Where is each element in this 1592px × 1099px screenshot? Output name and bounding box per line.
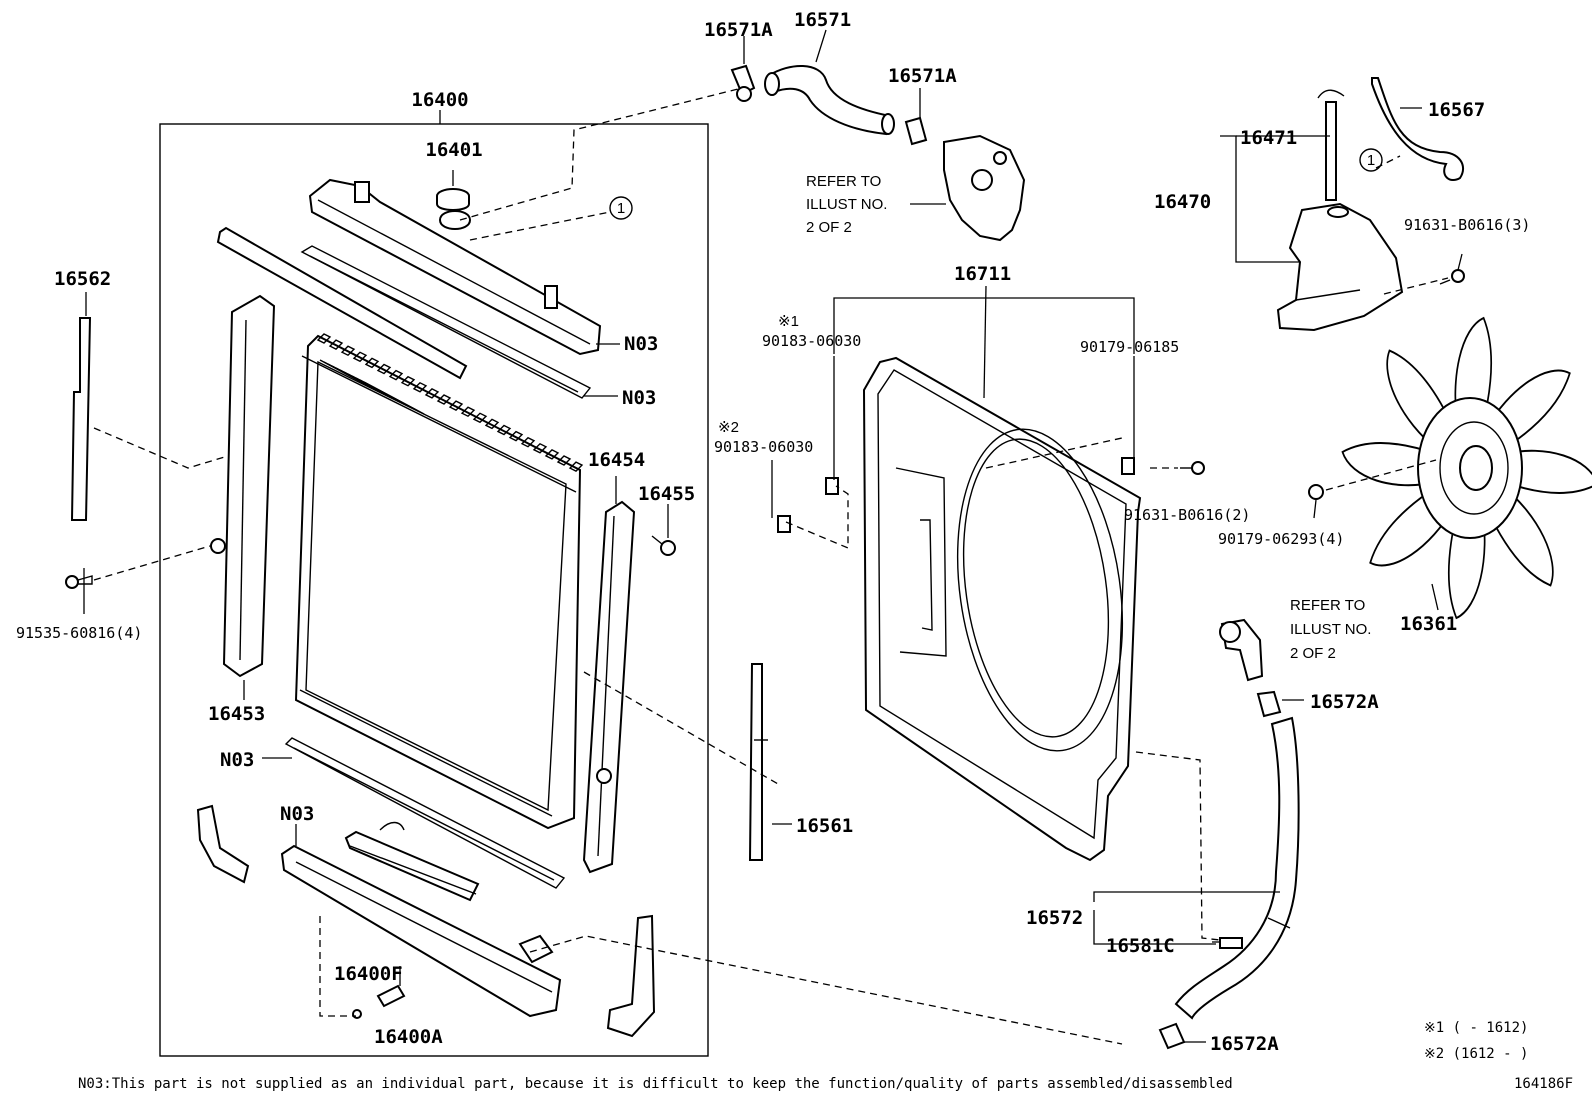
label-91631-B0616-3: 91631-B0616(3)	[1404, 216, 1530, 234]
cooling-fan	[1341, 316, 1592, 620]
bolt-91631-shroud	[1180, 461, 1205, 475]
footnote-2: ※2 (1612 - )	[1424, 1046, 1528, 1062]
svg-text:1: 1	[1367, 152, 1375, 169]
reference-lines	[93, 87, 1449, 1045]
label-90183-06030-b: 90183-06030	[714, 438, 813, 456]
refer-note-upper: REFER TO ILLUST NO. 2 OF 2	[806, 173, 887, 236]
label-n03-lower-gasket: N03	[220, 749, 254, 771]
drain-cock	[352, 984, 406, 1019]
upper-tank	[308, 178, 602, 356]
label-n03-upper-gasket: N03	[622, 387, 656, 409]
label-90179-06293: 90179-06293(4)	[1218, 530, 1344, 548]
lower-water-inlet	[1219, 618, 1264, 682]
radiator-cap	[436, 188, 470, 211]
label-16711: 16711	[954, 263, 1011, 285]
upper-hose	[764, 64, 895, 136]
label-16572A-bottom: 16572A	[1210, 1033, 1279, 1055]
label-16400A: 16400A	[374, 1026, 443, 1048]
lower-tank	[280, 844, 562, 1018]
overflow-hose-16567	[1371, 77, 1465, 182]
refer-note-lower: REFER TO ILLUST NO. 2 OF 2	[1290, 597, 1371, 662]
clamp-16572A-top	[1256, 690, 1282, 718]
label-16571A-top: 16571A	[704, 19, 773, 41]
radiator-core	[294, 333, 584, 830]
n03-note: N03:This part is not supplied as an indi…	[78, 1076, 1233, 1092]
illustration-id: 164186F	[1514, 1076, 1573, 1092]
label-90179-06185: 90179-06185	[1080, 338, 1179, 356]
clamp-16571A-top	[730, 64, 756, 102]
label-16572A-top: 16572A	[1310, 691, 1379, 713]
seal-16561	[748, 663, 763, 861]
marker-note-1: ※1	[778, 313, 799, 330]
footnote-1: ※1 ( - 1612)	[1424, 1020, 1528, 1036]
clip-left-2	[777, 515, 791, 533]
reservoir-pipe-16471	[1317, 89, 1345, 201]
circle-ref-1-left: 1	[609, 196, 633, 220]
bolt-16455	[651, 535, 676, 556]
label-16571A-right: 16571A	[888, 65, 957, 87]
label-16471: 16471	[1240, 127, 1297, 149]
clip-16581C	[1219, 937, 1243, 949]
svg-text:ILLUST NO.: ILLUST NO.	[1290, 621, 1371, 638]
svg-text:REFER TO: REFER TO	[1290, 597, 1365, 614]
label-16361: 16361	[1400, 613, 1457, 635]
label-91631-B0616-2: 91631-B0616(2)	[1124, 506, 1250, 524]
reservoir-tank	[1276, 202, 1404, 332]
label-n03-upper-tank: N03	[624, 333, 658, 355]
radiator-assembly-frame	[159, 123, 709, 1057]
label-16470: 16470	[1154, 191, 1211, 213]
hose-left	[196, 804, 250, 884]
svg-text:REFER TO: REFER TO	[806, 173, 881, 190]
water-outlet-housing	[943, 134, 1026, 242]
nut-90179-06293	[1308, 484, 1324, 500]
leader-lines	[83, 29, 1463, 1043]
label-16562: 16562	[54, 268, 111, 290]
label-16453: 16453	[208, 703, 265, 725]
clip-right	[1121, 457, 1135, 475]
clamp-16571A-right	[904, 116, 928, 146]
upper-gasket	[300, 245, 592, 399]
label-16401: 16401	[425, 139, 482, 161]
oil-cooler	[344, 821, 480, 902]
hose-right	[606, 914, 656, 1038]
svg-text:2 OF 2: 2 OF 2	[1290, 645, 1336, 662]
label-16571: 16571	[794, 9, 851, 31]
clip-left-1	[825, 477, 839, 495]
label-16400F: 16400F	[334, 963, 403, 985]
label-16567: 16567	[1428, 99, 1485, 121]
label-16455: 16455	[638, 483, 695, 505]
left-side-bracket-16453	[222, 294, 276, 678]
bolt-91535	[65, 575, 93, 589]
lower-hose	[1174, 716, 1300, 1020]
label-90183-06030-a: 90183-06030	[762, 332, 861, 350]
label-91535-60816: 91535-60816(4)	[16, 624, 142, 642]
lower-gasket	[284, 737, 566, 889]
svg-text:2 OF 2: 2 OF 2	[806, 219, 852, 236]
label-16561: 16561	[796, 815, 853, 837]
circle-ref-1-right: 1	[1359, 148, 1383, 172]
bolt-91631-reservoir	[1439, 269, 1465, 285]
svg-text:ILLUST NO.: ILLUST NO.	[806, 196, 887, 213]
label-16581C: 16581C	[1106, 935, 1175, 957]
fan-shroud	[862, 356, 1142, 862]
clamp-16572A-bottom	[1158, 1022, 1186, 1050]
svg-text:1: 1	[617, 200, 625, 217]
seal-16562	[70, 317, 92, 521]
label-16572: 16572	[1026, 907, 1083, 929]
upper-seal	[216, 226, 468, 380]
label-16400: 16400	[411, 89, 468, 111]
label-16454: 16454	[588, 449, 645, 471]
marker-note-2: ※2	[718, 419, 739, 436]
label-n03-lower-tank: N03	[280, 803, 314, 825]
